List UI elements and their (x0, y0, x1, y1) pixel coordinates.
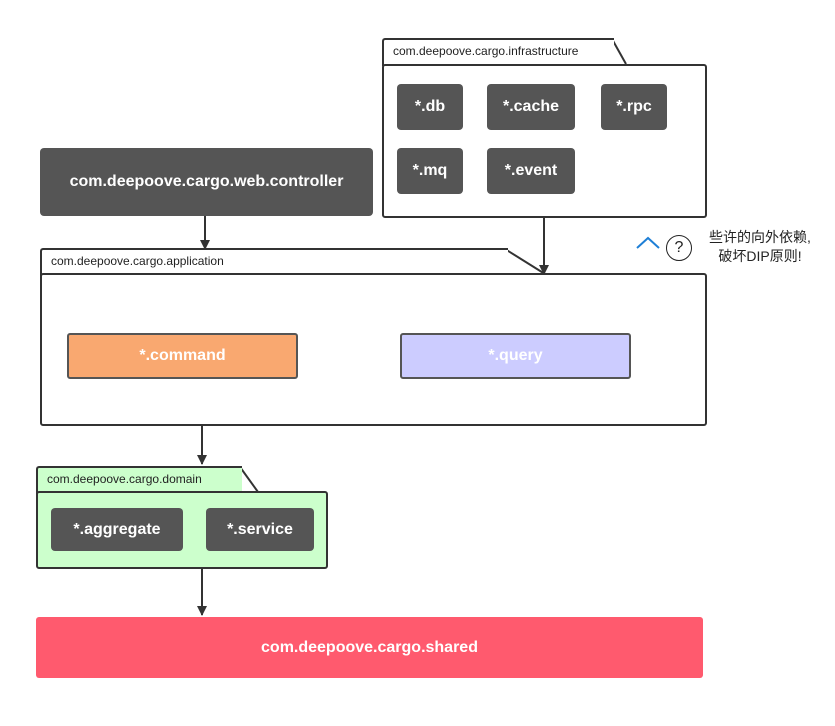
module-aggregate: *.aggregate (51, 508, 183, 551)
module-event: *.event (487, 148, 575, 194)
shared-package: com.deepoove.cargo.shared (36, 617, 703, 678)
question-circle-icon: ? (666, 235, 692, 261)
module-service: *.service (206, 508, 314, 551)
dip-violation-note: 些许的向外依赖, 破坏DIP原则! (700, 228, 820, 266)
module-query: *.query (400, 333, 631, 379)
application-package-name: com.deepoove.cargo.application (51, 254, 224, 268)
module-mq: *.mq (397, 148, 463, 194)
module-db: *.db (397, 84, 463, 130)
note-line-2: 破坏DIP原则! (718, 248, 802, 264)
module-command: *.command (67, 333, 298, 379)
web-controller-package: com.deepoove.cargo.web.controller (40, 148, 373, 216)
domain-package-tab: com.deepoove.cargo.domain (36, 466, 242, 494)
domain-package-name: com.deepoove.cargo.domain (47, 472, 202, 486)
note-line-1: 些许的向外依赖, (709, 229, 811, 245)
module-rpc: *.rpc (601, 84, 667, 130)
infrastructure-package-name: com.deepoove.cargo.infrastructure (393, 44, 579, 58)
module-cache: *.cache (487, 84, 575, 130)
question-mark: ? (674, 239, 684, 256)
infrastructure-package-tab: com.deepoove.cargo.infrastructure (382, 38, 614, 66)
application-package-tab: com.deepoove.cargo.application (40, 248, 508, 276)
chevron-up-icon (636, 236, 660, 249)
